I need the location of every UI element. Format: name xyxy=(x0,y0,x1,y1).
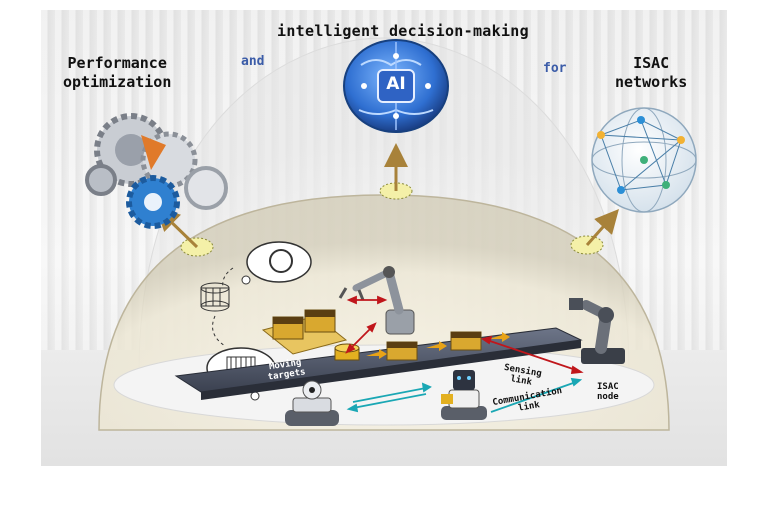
ai-badge-text: AI xyxy=(378,74,414,94)
isac-node-line-2: node xyxy=(597,392,619,402)
connector-for: for xyxy=(543,61,566,76)
network-globe-icon xyxy=(592,108,696,212)
left-title-line-1: Performance xyxy=(63,54,171,73)
diagram-canvas: intelligent decision-making Performance … xyxy=(41,10,727,466)
gears-icon xyxy=(87,116,226,226)
target-box-1 xyxy=(387,342,417,360)
right-title-line-2: networks xyxy=(615,73,687,92)
left-title-line-2: optimization xyxy=(63,73,171,92)
diagram-title: intelligent decision-making xyxy=(277,22,529,40)
target-box-2 xyxy=(451,332,481,350)
isac-node-line-1: ISAC xyxy=(597,382,619,392)
connector-and: and xyxy=(241,54,264,69)
left-title: Performance optimization xyxy=(63,54,171,92)
right-title-line-1: ISAC xyxy=(615,54,687,73)
right-title: ISAC networks xyxy=(615,54,687,92)
isac-node-label: ISAC node xyxy=(597,382,619,402)
